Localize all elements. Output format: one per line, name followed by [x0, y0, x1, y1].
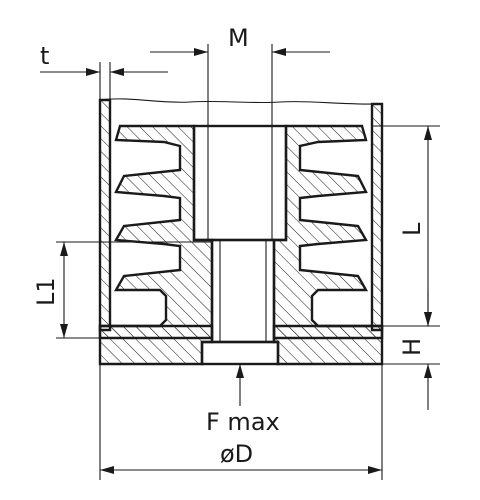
- threaded-insert: [192, 124, 288, 344]
- flange-insert-slot: [200, 340, 280, 366]
- label-l: L: [398, 222, 426, 236]
- dimension-t: t: [40, 42, 168, 100]
- dimension-diameter: øD: [99, 364, 383, 480]
- thread-bore-lower: [210, 238, 276, 344]
- force-arrow: F max: [206, 364, 280, 436]
- tube-break-line: [99, 98, 383, 105]
- dimension-h: H: [382, 290, 440, 410]
- label-force: F max: [206, 408, 280, 436]
- label-t: t: [40, 42, 49, 70]
- flange-left: [98, 324, 214, 366]
- plug-body-right: [272, 124, 384, 340]
- dimension-m: M: [150, 24, 330, 126]
- tube-wall-right: [370, 102, 384, 332]
- tube-wall-left: [98, 98, 112, 332]
- label-h: H: [398, 338, 426, 356]
- label-m: M: [228, 24, 249, 52]
- label-diameter: øD: [220, 440, 253, 468]
- flange-right: [272, 324, 384, 366]
- base-flange: [98, 324, 384, 366]
- dimension-l1: L1: [32, 241, 212, 339]
- label-l1: L1: [32, 277, 60, 306]
